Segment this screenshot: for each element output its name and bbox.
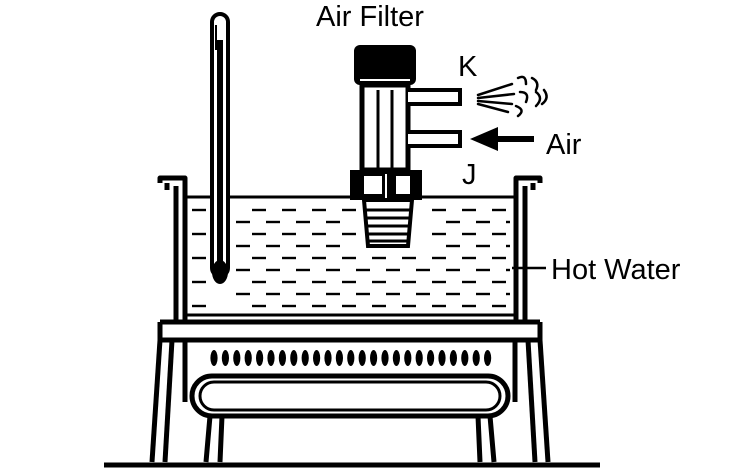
burner-hole <box>427 350 435 366</box>
burner-hole <box>290 350 298 366</box>
burner-hole <box>358 350 366 366</box>
arrow-left-icon <box>470 127 534 151</box>
hot-water-label: Hot Water <box>551 254 681 286</box>
burner-hole <box>233 350 241 366</box>
burner-hole <box>324 350 332 366</box>
burner-hole <box>415 350 423 366</box>
stove-stand <box>104 319 600 468</box>
air-puff-icon <box>476 75 548 118</box>
air-filter-label: Air Filter <box>316 1 424 33</box>
burner-hole <box>484 350 492 366</box>
burner-hole <box>404 350 412 366</box>
burner-hole <box>221 350 229 366</box>
burner-hole <box>278 350 286 366</box>
burner-hole <box>335 350 343 366</box>
burner-hole <box>461 350 469 366</box>
thermometer-icon <box>210 12 230 284</box>
burner-hole <box>438 350 446 366</box>
air-filter-icon <box>350 45 462 248</box>
burner-hole <box>370 350 378 366</box>
water-ripples <box>192 208 510 308</box>
water-body <box>186 195 516 308</box>
burner-hole <box>256 350 264 366</box>
burner-icon <box>210 350 492 366</box>
burner-hole <box>347 350 355 366</box>
burner-hole <box>472 350 480 366</box>
burner-hole <box>381 350 389 366</box>
port-k-label: K <box>458 51 478 83</box>
burner-hole <box>301 350 309 366</box>
burner-hole <box>392 350 400 366</box>
burner-hole <box>210 350 218 366</box>
burner-hole <box>313 350 321 366</box>
air-inlet-label: Air <box>546 129 582 161</box>
port-j-label: J <box>462 159 477 191</box>
burner-hole <box>244 350 252 366</box>
burner-hole <box>267 350 275 366</box>
burner-hole <box>449 350 457 366</box>
